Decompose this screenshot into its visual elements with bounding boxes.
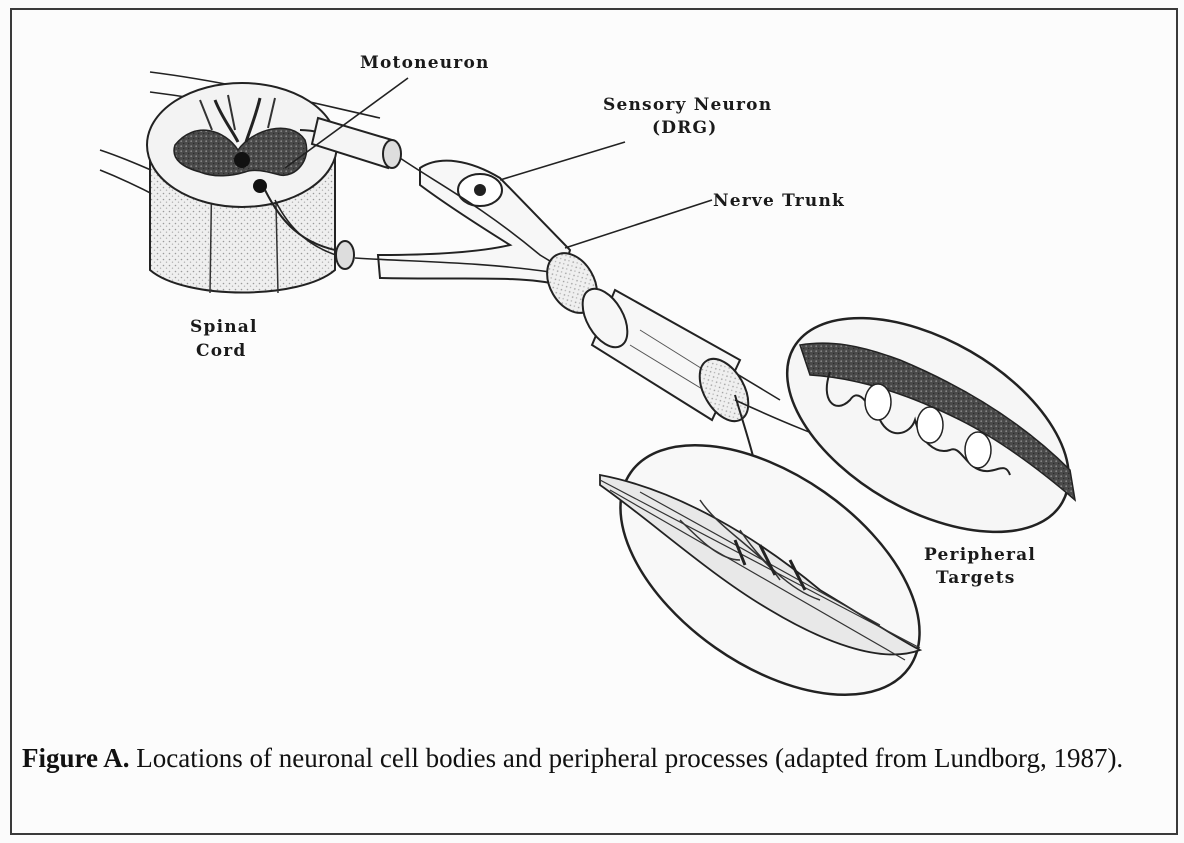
spinal-cord (147, 83, 337, 293)
sensory-neuron-label: Sensory Neuron (603, 95, 772, 115)
cord-label: Cord (196, 341, 247, 361)
figure-label: Figure A. (22, 743, 130, 773)
targets-label: Targets (936, 568, 1016, 588)
caption-text: Locations of neuronal cell bodies and pe… (130, 743, 1124, 773)
figure-caption: Figure A. Locations of neuronal cell bod… (22, 742, 1162, 774)
peripheral-label: Peripheral (924, 545, 1036, 565)
drg-label: (DRG) (652, 118, 717, 138)
nerve-trunk-label: Nerve Trunk (713, 191, 845, 211)
motoneuron-label: Motoneuron (360, 53, 490, 73)
spinal-label: Spinal (190, 317, 258, 337)
